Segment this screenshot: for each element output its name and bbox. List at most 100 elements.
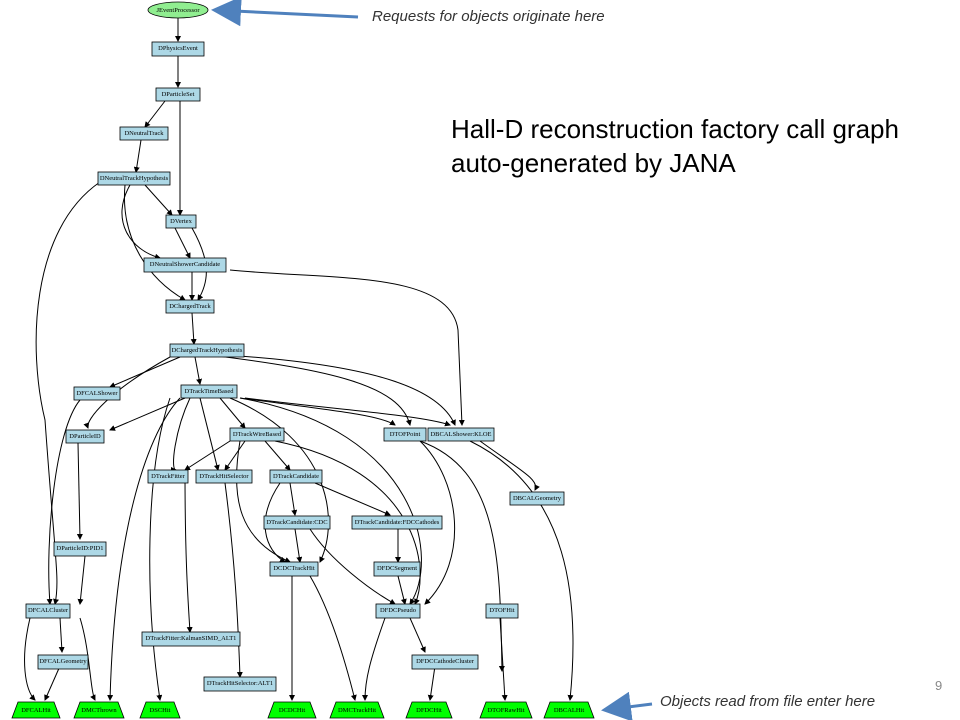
bottom-callout-arrow xyxy=(601,691,653,720)
source-dschit: DSCHit xyxy=(139,701,181,719)
top-callout-arrow xyxy=(211,0,359,27)
svg-text:DBCALShower:KLOE: DBCALShower:KLOE xyxy=(430,431,491,438)
svg-text:DTrackFitter:KalmanSIMD_ALT1: DTrackFitter:KalmanSIMD_ALT1 xyxy=(146,635,237,642)
node-dtrackcandidate-cdc: DTrackCandidate:CDC xyxy=(263,515,331,530)
svg-text:DPhysicsEvent: DPhysicsEvent xyxy=(158,45,198,52)
svg-text:DFDCCathodeCluster: DFDCCathodeCluster xyxy=(416,658,475,665)
source-dfdchit: DFDCHit xyxy=(405,701,453,719)
svg-text:DBCALGeometry: DBCALGeometry xyxy=(513,495,562,502)
node-dparticleset: DParticleSet xyxy=(155,87,201,102)
node-dfcalshower: DFCALShower xyxy=(73,386,121,401)
edge xyxy=(109,397,186,431)
node-dneutralshowercandidate: DNeutralShowerCandidate xyxy=(143,257,227,273)
node-dtrackcandidate-fdccathodes: DTrackCandidate:FDCCathodes xyxy=(351,515,443,530)
edge xyxy=(239,397,422,605)
edge xyxy=(107,397,181,701)
svg-text:DNeutralTrackHypothesis: DNeutralTrackHypothesis xyxy=(100,175,169,182)
node-dtrackwirebased: DTrackWireBased xyxy=(229,427,285,442)
edge xyxy=(309,575,357,701)
edge xyxy=(314,482,391,516)
top-callout-text: Requests for objects originate here xyxy=(372,8,605,25)
node-dtrackcandidate: DTrackCandidate xyxy=(269,469,323,484)
bottom-callout-text: Objects read from file enter here xyxy=(660,693,876,710)
edge xyxy=(123,184,186,301)
svg-text:DTrackCandidate: DTrackCandidate xyxy=(273,473,319,480)
svg-text:DTrackCandidate:FDCCathodes: DTrackCandidate:FDCCathodes xyxy=(355,519,440,526)
svg-text:DTOFPoint: DTOFPoint xyxy=(390,431,421,438)
edge xyxy=(76,442,83,540)
edge xyxy=(44,665,61,701)
edge xyxy=(190,312,197,345)
edge xyxy=(469,440,574,701)
edge xyxy=(229,269,465,426)
edge xyxy=(427,665,436,701)
edge xyxy=(239,397,396,426)
node-dtracktimebased: DTrackTimeBased xyxy=(180,384,238,399)
svg-text:DTOFHit: DTOFHit xyxy=(489,607,514,614)
node-dneutraltrackhypothesis: DNeutralTrackHypothesis xyxy=(97,171,171,186)
svg-text:DFDCHit: DFDCHit xyxy=(416,707,442,714)
edge xyxy=(224,354,456,426)
svg-text:DNeutralTrack: DNeutralTrack xyxy=(124,130,164,137)
node-dphysicsevent: DPhysicsEvent xyxy=(151,41,205,57)
node-dtofpoint: DTOFPoint xyxy=(383,427,427,442)
edge xyxy=(309,528,396,605)
node-dtrackfitter: DTrackFitter xyxy=(147,469,189,484)
factory-nodes: JEventProcessor DPhysicsEvent DParticleS… xyxy=(25,1,565,692)
svg-text:DFCALHit: DFCALHit xyxy=(21,707,51,714)
page-number: 9 xyxy=(935,678,943,693)
edge xyxy=(264,440,291,471)
node-jeventprocessor: JEventProcessor xyxy=(147,1,209,19)
edge xyxy=(77,555,86,605)
edge xyxy=(224,482,243,678)
edge xyxy=(184,440,231,471)
edge xyxy=(264,482,286,563)
svg-text:DTrackCandidate:CDC: DTrackCandidate:CDC xyxy=(266,519,327,526)
source-dcdchit: DCDCHit xyxy=(267,701,317,719)
node-dtrackfitter-kalman: DTrackFitter:KalmanSIMD_ALT1 xyxy=(141,631,241,647)
edge xyxy=(199,397,220,471)
edge xyxy=(170,397,191,473)
svg-text:DNeutralShowerCandidate: DNeutralShowerCandidate xyxy=(150,261,221,268)
svg-text:DParticleSet: DParticleSet xyxy=(162,91,195,98)
node-dtofhit: DTOFHit xyxy=(485,603,519,619)
svg-text:DFCALCluster: DFCALCluster xyxy=(28,607,69,614)
svg-text:DCDCHit: DCDCHit xyxy=(279,707,306,714)
svg-text:DParticleID: DParticleID xyxy=(69,433,101,440)
node-dvertex: DVertex xyxy=(165,214,197,229)
edge xyxy=(144,184,173,216)
edge xyxy=(397,575,407,605)
call-edges xyxy=(24,18,574,701)
edge xyxy=(184,469,193,633)
node-dparticleid-pid1: DParticleID:PID1 xyxy=(53,541,107,557)
svg-text:DFDCSegment: DFDCSegment xyxy=(377,565,417,572)
node-dfcalgeometry: DFCALGeometry xyxy=(37,654,89,670)
node-dtrackhitselector-alt1: DTrackHitSelector:ALT1 xyxy=(203,676,277,692)
svg-text:DBCALHit: DBCALHit xyxy=(554,707,585,714)
edge xyxy=(58,617,65,653)
svg-text:DTOFRawHit: DTOFRawHit xyxy=(487,707,524,714)
edge xyxy=(479,440,540,491)
svg-text:DChargedTrackHypothesis: DChargedTrackHypothesis xyxy=(172,347,243,354)
edge xyxy=(419,440,505,672)
svg-text:DCDCTrackHit: DCDCTrackHit xyxy=(273,565,314,572)
edge xyxy=(419,440,456,605)
node-dfdcpseudo: DFDCPseudo xyxy=(375,603,421,619)
edge xyxy=(133,139,142,173)
edge xyxy=(244,397,451,427)
edge xyxy=(209,354,412,426)
edge xyxy=(149,397,171,701)
svg-text:DChargedTrack: DChargedTrack xyxy=(169,303,211,310)
callout-arrows xyxy=(211,0,653,720)
node-dcdctrackhit: DCDCTrackHit xyxy=(269,561,319,577)
svg-text:DTrackHitSelector: DTrackHitSelector xyxy=(199,473,249,480)
edge xyxy=(409,617,426,653)
edge xyxy=(219,397,246,429)
svg-text:DFDCPseudo: DFDCPseudo xyxy=(380,607,416,614)
svg-text:DFCALShower: DFCALShower xyxy=(76,390,118,397)
svg-text:DTrackWireBased: DTrackWireBased xyxy=(233,431,282,438)
source-dfcalhit: DFCALHit xyxy=(11,701,61,719)
edge xyxy=(499,617,508,701)
svg-text:DTrackTimeBased: DTrackTimeBased xyxy=(185,388,235,395)
